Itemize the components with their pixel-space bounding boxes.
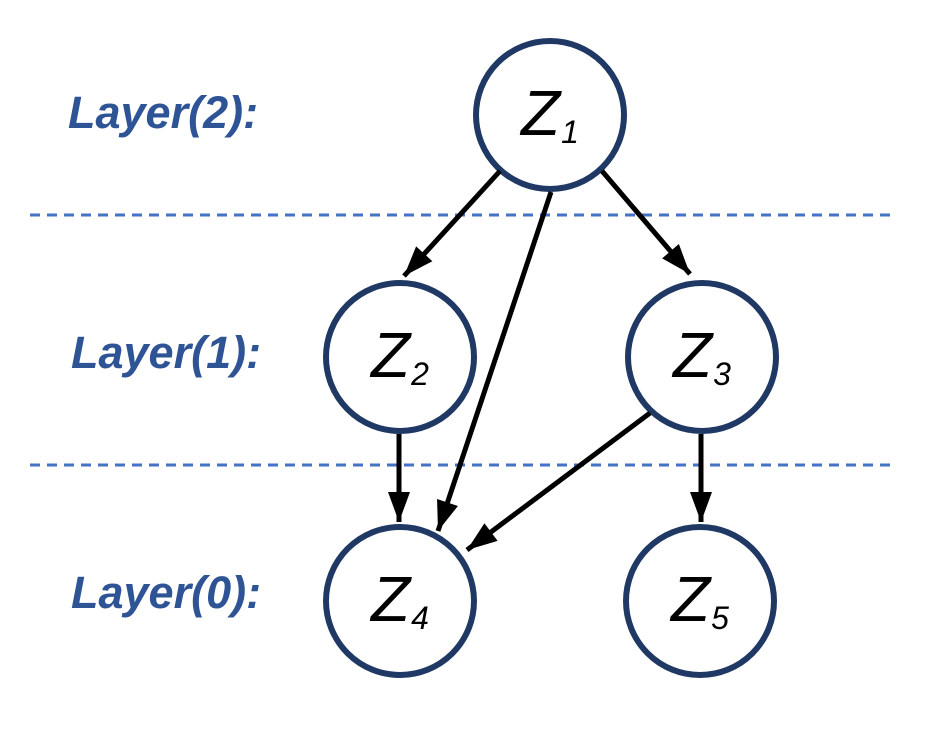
edge-z1-z2 xyxy=(402,169,502,278)
node-z5: Z5 xyxy=(623,524,777,678)
node-z4: Z4 xyxy=(323,524,477,678)
node-z1-label: Z1 xyxy=(521,77,579,150)
layer-1-label: Layer(1): xyxy=(71,327,262,378)
node-z4-label: Z4 xyxy=(371,563,429,636)
node-z2: Z2 xyxy=(323,280,477,434)
layer-2-label: Layer(2): xyxy=(68,87,259,138)
node-z5-label: Z5 xyxy=(671,563,729,636)
node-z2-label: Z2 xyxy=(371,319,429,392)
edge-z1-z3 xyxy=(600,169,692,276)
node-z1: Z1 xyxy=(473,38,627,192)
layer-0-label: Layer(0): xyxy=(71,567,262,618)
node-z3: Z3 xyxy=(625,280,779,434)
edge-z3-z4 xyxy=(465,410,652,553)
node-z3-label: Z3 xyxy=(673,319,731,392)
